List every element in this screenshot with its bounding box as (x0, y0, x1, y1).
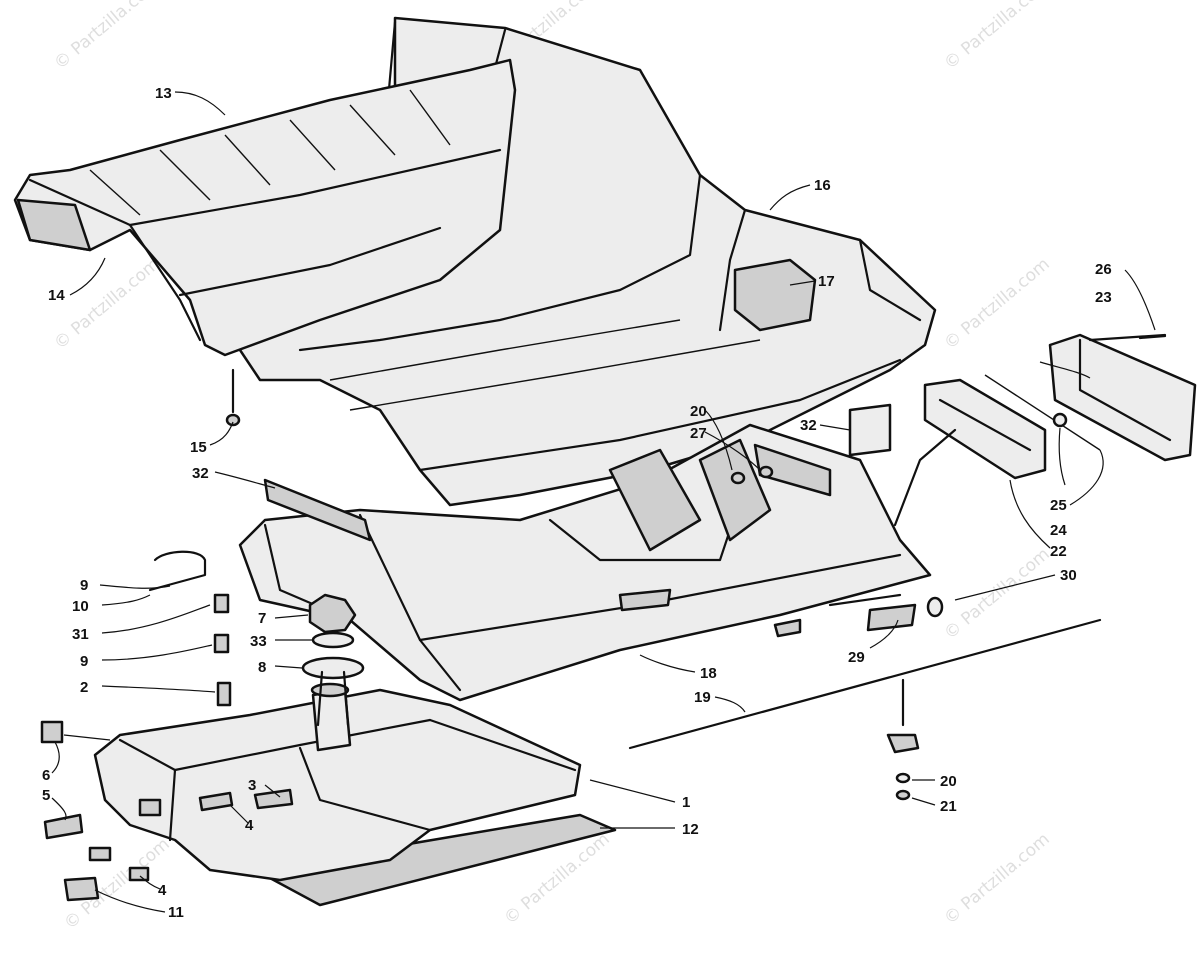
seat-cushion (13, 58, 517, 357)
callout-4-middle: 4 (245, 817, 254, 834)
callout-26: 26 (1095, 261, 1112, 278)
callout-7: 7 (258, 610, 266, 627)
callout-11: 11 (168, 904, 184, 921)
callout-1: 1 (682, 794, 690, 811)
callout-20-lower: 20 (940, 773, 957, 790)
callout-33: 33 (250, 633, 267, 650)
fuel-cap-assembly (301, 593, 365, 727)
callout-4-lower: 4 (158, 882, 167, 899)
callout-3: 3 (248, 777, 256, 794)
callout-25: 25 (1050, 497, 1067, 514)
callout-8: 8 (258, 659, 266, 676)
callout-2: 2 (80, 679, 88, 696)
callout-22: 22 (1050, 543, 1067, 560)
callout-32-right: 32 (800, 417, 817, 434)
callout-19: 19 (694, 689, 711, 706)
callout-23: 23 (1095, 289, 1112, 306)
callout-6: 6 (42, 767, 50, 784)
callout-30: 30 (1060, 567, 1077, 584)
callout-32-left: 32 (192, 465, 209, 482)
callout-16: 16 (814, 177, 831, 194)
callout-20-upper: 20 (690, 403, 707, 420)
callout-10: 10 (72, 598, 89, 615)
callout-9-upper: 9 (80, 577, 88, 594)
tail-light-assembly (848, 333, 1197, 527)
callout-24: 24 (1050, 522, 1067, 539)
watermark: © Partzilla.com (940, 254, 1053, 354)
tub-assembly (238, 423, 932, 702)
watermark: © Partzilla.com (50, 254, 163, 354)
callout-5: 5 (42, 787, 50, 804)
callout-31: 31 (72, 626, 89, 643)
fuel-tank (93, 682, 617, 907)
callout-27: 27 (690, 425, 707, 442)
watermark: © Partzilla.com (940, 829, 1053, 929)
callout-18: 18 (700, 665, 717, 682)
leader-lines (51, 91, 1156, 913)
callout-13: 13 (155, 85, 172, 102)
callout-15: 15 (190, 439, 207, 456)
hardware (40, 334, 1167, 902)
callout-14: 14 (48, 287, 65, 304)
watermark: © Partzilla.com (50, 0, 163, 74)
callout-29: 29 (848, 649, 865, 666)
watermark: © Partzilla.com (940, 0, 1053, 74)
callout-9-lower: 9 (80, 653, 88, 670)
callout-labels: 13 14 16 17 15 32 20 27 32 26 23 25 24 2… (42, 85, 1112, 921)
callout-21: 21 (940, 798, 957, 815)
watermark: © Partzilla.com (940, 544, 1053, 644)
callout-12: 12 (682, 821, 699, 838)
callout-17: 17 (818, 273, 835, 290)
